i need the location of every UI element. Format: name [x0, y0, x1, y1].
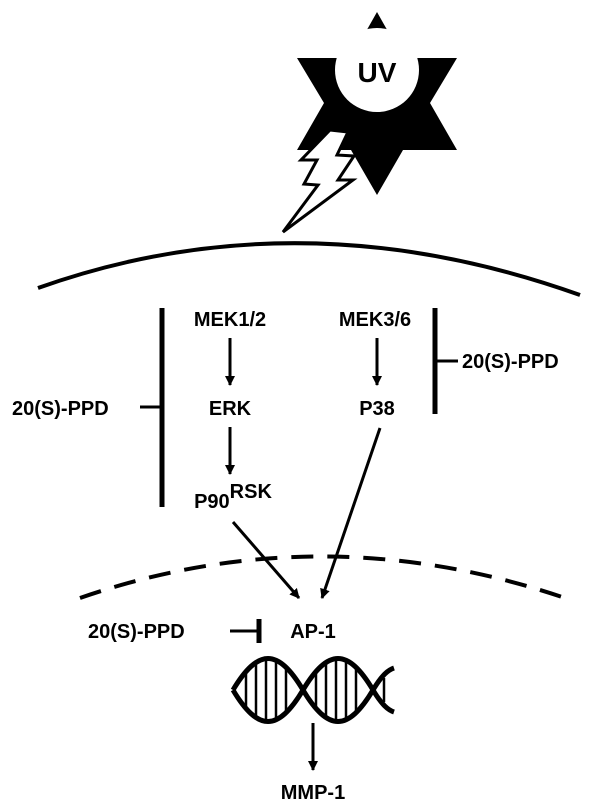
erk-label: ERK: [209, 398, 252, 420]
inhibitor-left-label: 20(S)-PPD: [12, 398, 109, 420]
rsk-superscript: RSK: [230, 481, 273, 503]
arrow-p38-to-ap1: [320, 427, 382, 599]
nuclear-membrane: [79, 554, 566, 600]
p90rsk-label: P90RSK: [194, 481, 272, 513]
mmp1-label: MMP-1: [281, 782, 345, 804]
lightning-bolt-icon: [281, 128, 358, 234]
ap1-label: AP-1: [290, 621, 336, 643]
inhibitor-ap1-label: 20(S)-PPD: [88, 621, 185, 643]
cell-membrane: [37, 241, 581, 297]
mek12-label: MEK1/2: [194, 309, 266, 331]
p90-text: P90: [194, 491, 230, 513]
dna-helix-icon: [230, 656, 395, 724]
arrow-p90rsk-to-ap1: [231, 521, 301, 599]
inhibitor-right-label: 20(S)-PPD: [462, 351, 559, 373]
p38-label: P38: [359, 398, 395, 420]
uv-label: UV: [358, 57, 397, 88]
mek36-label: MEK3/6: [339, 309, 411, 331]
